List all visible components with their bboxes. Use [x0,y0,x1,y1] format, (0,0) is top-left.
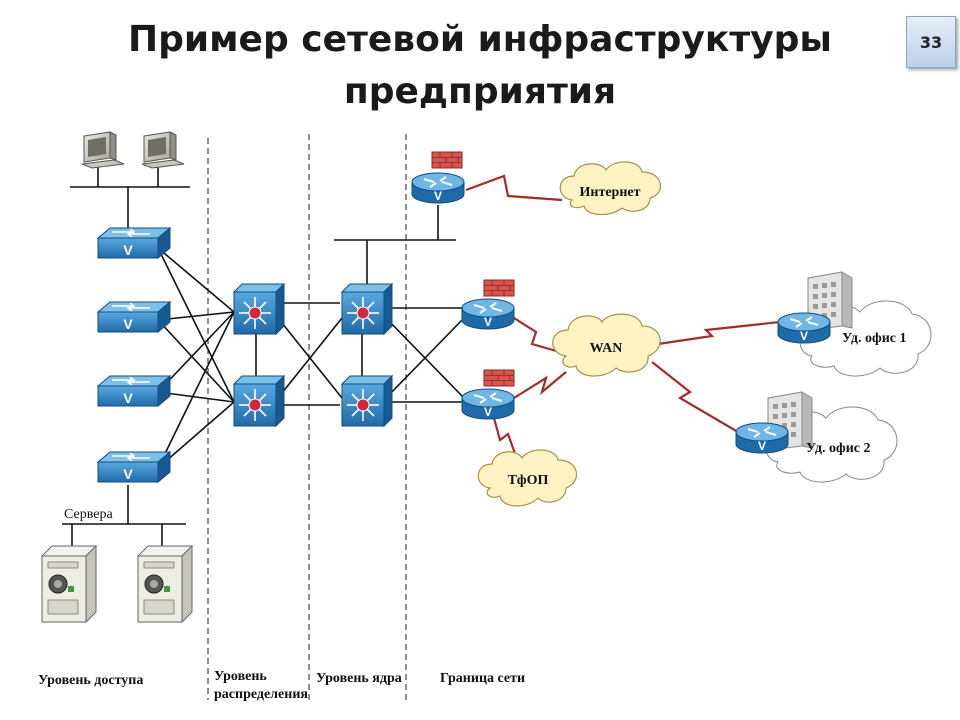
access-switch-2-icon [97,301,171,333]
workstation-1-icon [81,131,125,169]
core-switch-2-icon [341,375,393,427]
pstn-label: ТфОП [508,473,549,488]
branch1-router-icon [777,312,831,344]
branch1-label: Уд. офис 1 [842,331,906,346]
pstn-cloud: ТфОП [477,449,577,507]
branch2-label: Уд. офис 2 [806,441,870,456]
layer-distribution-label-2: распределения [214,687,308,702]
internet-router-icon [411,172,465,204]
page-number-badge: 33 [906,16,956,68]
wan-router-icon [461,298,515,330]
pstn-router-icon [461,388,515,420]
lan-links [62,167,465,546]
access-switch-1-icon [97,227,171,259]
wan-label: WAN [590,341,623,356]
title-line-1: Пример сетевой инфраструктуры [128,19,832,60]
distribution-switch-2-icon [233,375,285,427]
wan-firewall-icon [483,279,515,297]
access-switch-4-icon [97,451,171,483]
title-line-2: предприятия [343,71,617,112]
wan-links [465,174,781,463]
slide-title: Пример сетевой инфраструктуры предприяти… [0,14,960,118]
internet-firewall-icon [431,151,463,169]
internet-cloud: Интернет [559,161,661,216]
layer-core-label: Уровень ядра [316,671,402,686]
internet-label: Интернет [580,185,641,200]
server-2-icon [137,545,193,623]
servers-label: Сервера [64,507,113,522]
core-switch-1-icon [341,283,393,335]
workstation-2-icon [141,131,185,169]
layer-edge-label: Граница сети [440,671,525,686]
distribution-switch-1-icon [233,283,285,335]
wan-cloud: WAN [552,313,661,377]
layer-access-label: Уровень доступа [38,673,143,688]
layer-distribution-label-1: Уровень [214,669,267,684]
layer-separators [207,134,407,700]
branch2-router-icon [735,422,789,454]
access-switch-3-icon [97,375,171,407]
server-1-icon [41,545,97,623]
pstn-firewall-icon [483,369,515,387]
